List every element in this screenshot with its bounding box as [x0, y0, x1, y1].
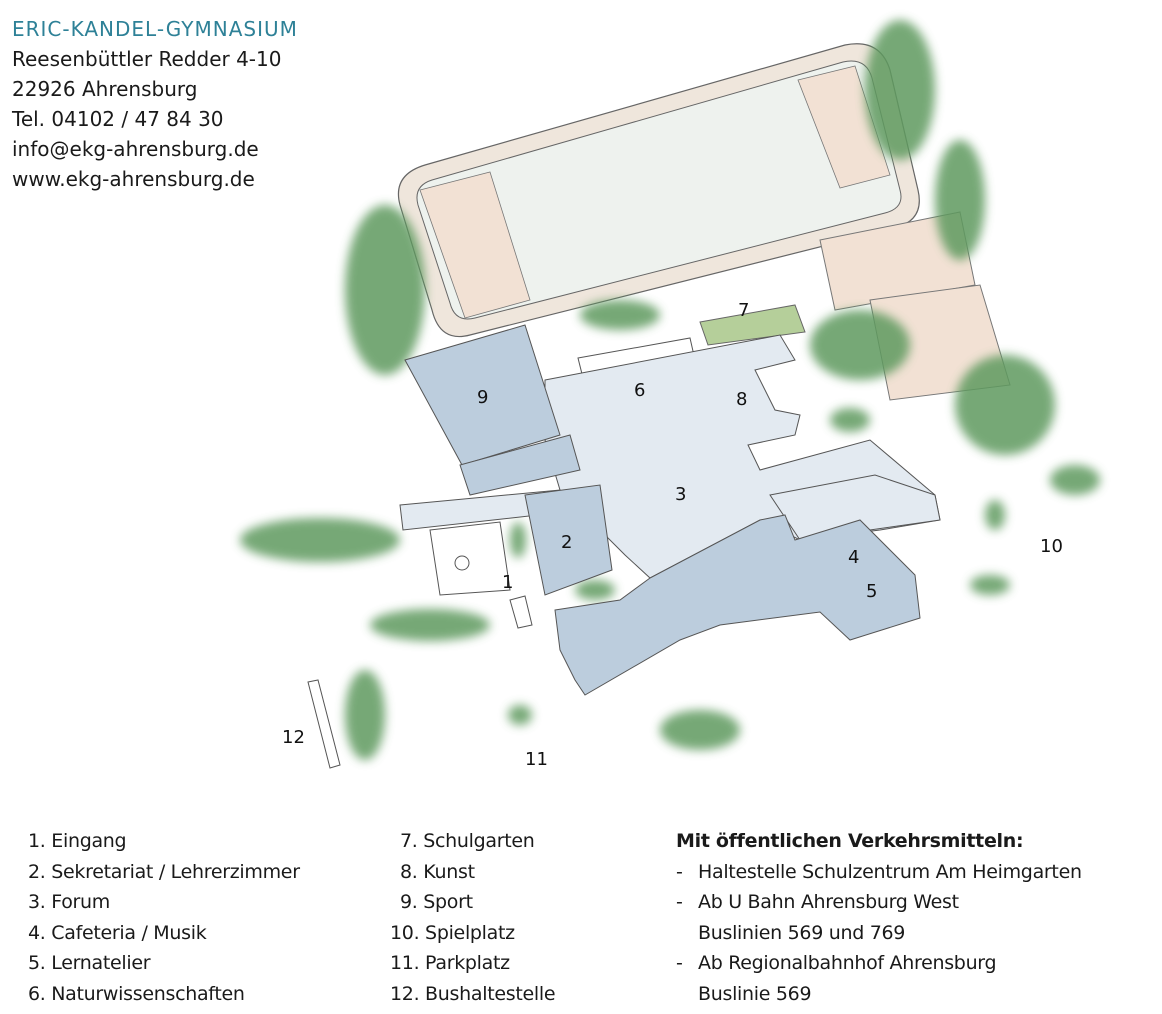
legend-item: 9. Sport — [400, 891, 473, 913]
sports-track — [397, 43, 920, 338]
transport-text: Buslinien 569 und 769 — [698, 921, 906, 944]
legend-item: 8. Kunst — [400, 860, 475, 883]
map-label-5: 5 — [866, 581, 877, 602]
transport-text: Buslinie 569 — [698, 982, 812, 1005]
campus-map: 1 2 3 4 5 6 7 8 9 10 11 12 — [240, 20, 1100, 770]
bus-stop — [307, 679, 341, 769]
email-link[interactable]: info@ekg-ahrensburg.de — [12, 137, 259, 161]
legend-item: 6. Naturwissenschaften — [28, 982, 245, 1005]
transport-line: Buslinien 569 und 769 — [676, 918, 1082, 949]
transport-text: Haltestelle Schulzentrum Am Heimgarten — [698, 860, 1082, 883]
blue-buildings — [404, 324, 921, 696]
transport-line: -Ab U Bahn Ahrensburg West — [676, 887, 1082, 918]
legend-item: 7. Schulgarten — [400, 830, 535, 852]
entrance-stairs — [509, 595, 533, 629]
phone: Tel. 04102 / 47 84 30 — [12, 107, 224, 131]
legend-item: 2. Sekretariat / Lehrerzimmer — [28, 860, 300, 883]
transport-heading: Mit öffentlichen Verkehrsmitteln: — [676, 830, 1024, 852]
map-label-2: 2 — [561, 532, 572, 553]
legend-item: 5. Lernatelier — [28, 952, 151, 974]
school-name: ERIC-KANDEL-GYMNASIUM — [12, 17, 298, 41]
trees — [240, 20, 1100, 760]
school-garden — [699, 304, 806, 346]
transport-line: -Haltestelle Schulzentrum Am Heimgarten — [676, 857, 1082, 888]
map-label-11: 11 — [525, 749, 548, 770]
city: 22926 Ahrensburg — [12, 77, 198, 101]
map-label-8: 8 — [736, 389, 747, 410]
legend-item: 1. Eingang — [28, 830, 127, 852]
main-building — [399, 334, 941, 596]
transport-text: Ab Regionalbahnhof Ahrensburg — [698, 952, 997, 974]
bullet-dash: - — [676, 952, 683, 974]
legend-column-2: 7. Schulgarten 8. Kunst 9. Sport 10. Spi… — [390, 826, 556, 1009]
map-label-3: 3 — [675, 484, 686, 505]
map-label-6: 6 — [634, 380, 645, 401]
legend-column-1: 1. Eingang 2. Sekretariat / Lehrerzimmer… — [28, 826, 300, 1009]
legend-item: 4. Cafeteria / Musik — [28, 921, 207, 944]
bullet-dash: - — [676, 860, 683, 883]
legend-item: 3. Forum — [28, 891, 111, 913]
street-address: Reesenbüttler Redder 4-10 — [12, 47, 282, 71]
transport-text: Ab U Bahn Ahrensburg West — [698, 891, 959, 913]
legend-item: 10. Spielplatz — [390, 921, 515, 944]
bullet-dash: - — [676, 891, 683, 913]
transport-line: Buslinie 569 — [676, 979, 1082, 1010]
transport-line: -Ab Regionalbahnhof Ahrensburg — [676, 948, 1082, 979]
website-link[interactable]: www.ekg-ahrensburg.de — [12, 167, 255, 191]
map-label-10: 10 — [1040, 536, 1063, 557]
map-label-9: 9 — [477, 387, 488, 408]
legend-item: 11. Parkplatz — [390, 952, 510, 974]
map-label-4: 4 — [848, 547, 859, 568]
contact-header: ERIC-KANDEL-GYMNASIUM Reesenbüttler Redd… — [12, 14, 298, 194]
map-label-12: 12 — [282, 727, 305, 748]
map-label-7: 7 — [738, 300, 749, 321]
transport-info: Mit öffentlichen Verkehrsmitteln: -Halte… — [676, 826, 1082, 1009]
legend-item: 12. Bushaltestelle — [390, 982, 556, 1005]
map-label-1: 1 — [502, 572, 513, 593]
